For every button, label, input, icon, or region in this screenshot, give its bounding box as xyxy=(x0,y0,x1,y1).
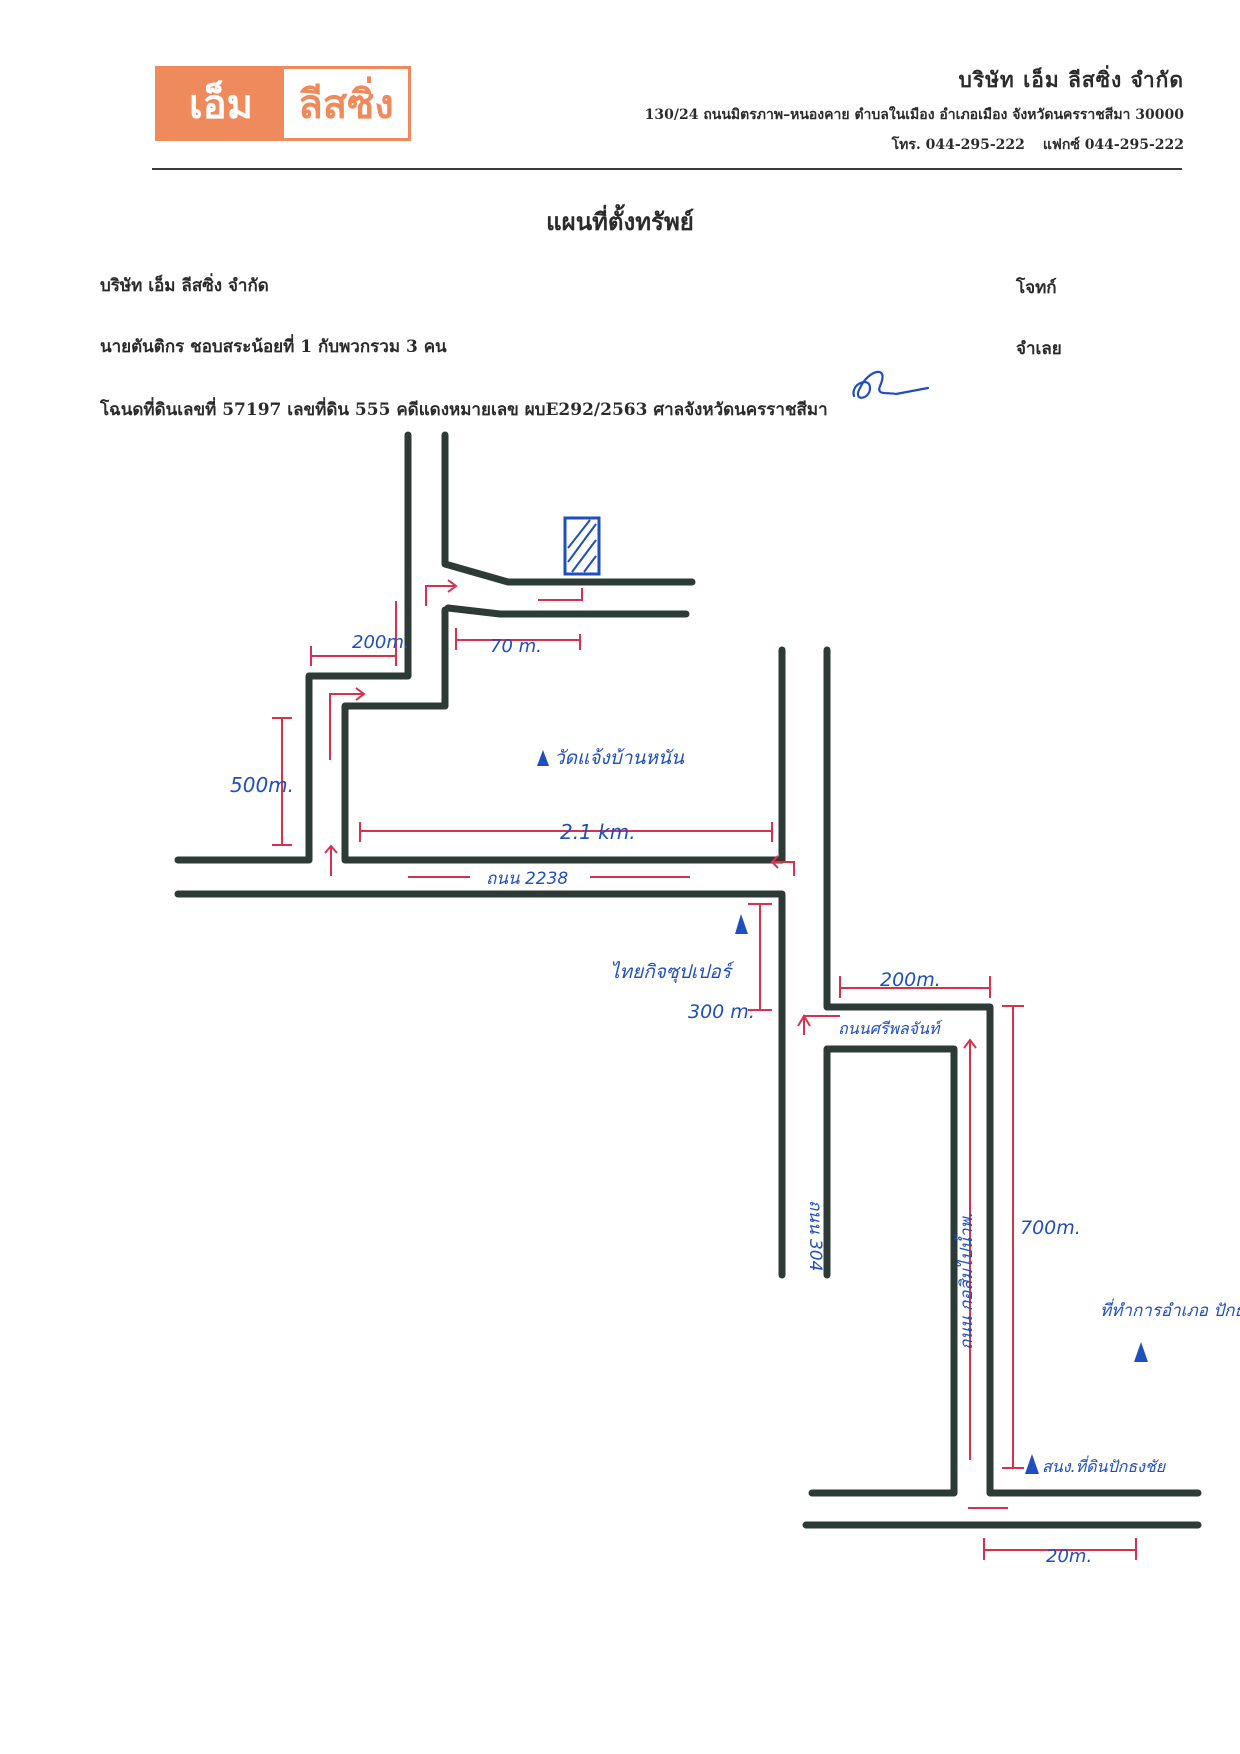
company-contact: โทร. 044-295-222 แฟกซ์ 044-295-222 xyxy=(892,134,1184,156)
company-tel: โทร. 044-295-222 xyxy=(891,137,1025,153)
road-2238-label: ถนน 2238 xyxy=(486,869,568,889)
header-divider xyxy=(152,168,1182,170)
land-office-label: สนง.ที่ดินปักธงชัย xyxy=(1042,1455,1167,1476)
district-icon xyxy=(1134,1342,1148,1362)
measurements xyxy=(272,579,1137,1560)
mart-label: ไทยกิจซุปเปอร์ xyxy=(610,960,735,983)
company-address: 130/24 ถนนมิตรภาพ–หนองคาย ตำบลในเมือง อำ… xyxy=(644,107,1184,123)
plaintiff-role: โจทก์ xyxy=(1016,278,1057,298)
distance-500m: 500m. xyxy=(230,773,294,797)
plaintiff-name: บริษัท เอ็ม ลีสซิ่ง จำกัด xyxy=(100,276,269,296)
map-labels: 200m. 70 m. 500m. 2.1 km. 300 m. 200m. 7… xyxy=(230,632,1240,1567)
defendant-name: นายตันติกร ชอบสระน้อยที่ 1 กับพวกรวม 3 ค… xyxy=(100,337,447,357)
district-label: ที่ทำการอำเภอ ปักธงชัย xyxy=(1100,1298,1240,1321)
distance-200m-top: 200m. xyxy=(352,632,410,653)
roads xyxy=(174,431,1202,1529)
logo-right-text: ลีสซิ่ง xyxy=(298,81,394,128)
document-title: แผนที่ตั้งทรัพย์ xyxy=(546,207,694,236)
road-top-right xyxy=(441,431,696,586)
company-fax: แฟกซ์ 044-295-222 xyxy=(1042,137,1184,153)
distance-70m: 70 m. xyxy=(490,636,542,657)
road-inner-label: ถนน กอสิมไปน้ำพ. xyxy=(953,1212,977,1350)
road-top-left xyxy=(174,431,412,864)
distance-200m-right: 200m. xyxy=(880,969,941,991)
distance-700m: 700m. xyxy=(1020,1217,1081,1239)
temple-icon xyxy=(537,750,549,766)
deed-line: โฉนดที่ดินเลขที่ 57197 เลขที่ดิน 555 คดี… xyxy=(100,400,828,420)
distance-300m: 300 m. xyxy=(688,1001,755,1023)
landmark-icons xyxy=(537,750,1148,1474)
road-top-branch xyxy=(341,606,786,864)
temple-label: วัดแจ้งบ้านหนัน xyxy=(554,747,685,769)
defendant-role: จำเลย xyxy=(1016,339,1062,359)
road-inner xyxy=(808,1045,958,1497)
logo-left-text: เอ็ม xyxy=(158,69,284,138)
distance-20m: 20m. xyxy=(1046,1546,1092,1567)
mart-icon xyxy=(735,914,748,934)
company-logo: เอ็ม ลีสซิ่ง xyxy=(155,66,411,141)
land-office-icon xyxy=(1025,1454,1039,1474)
road-2238-lower xyxy=(174,890,786,1279)
distance-2-1km: 2.1 km. xyxy=(560,820,636,844)
company-name: บริษัท เอ็ม ลีสซิ่ง จำกัด xyxy=(958,67,1184,92)
road-304-right xyxy=(823,646,1202,1497)
property-marker xyxy=(563,516,601,576)
road-fork-lower xyxy=(444,604,690,618)
road-304-label: ถนน 304 xyxy=(805,1200,825,1271)
signature xyxy=(852,370,930,399)
road-sriphon-label: ถนนศรีพลจันท์ xyxy=(838,1019,943,1038)
